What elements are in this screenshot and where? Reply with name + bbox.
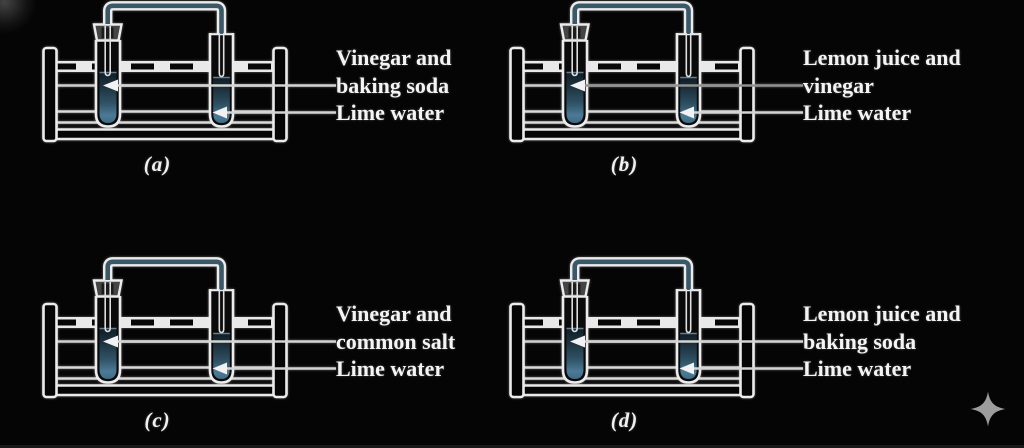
lime-water-label: Lime water xyxy=(803,100,912,125)
reaction-tube-label-line2: baking soda xyxy=(803,329,917,354)
reaction-tube-label-line1: Lemon juice and xyxy=(803,45,961,70)
sparkle-icon xyxy=(970,391,1006,427)
lime-water-label: Lime water xyxy=(336,100,445,125)
panel-caption: (d) xyxy=(610,408,639,432)
test-tube-apparatus-diagram xyxy=(467,256,807,406)
reaction-tube-label-line1: Vinegar and xyxy=(336,45,452,70)
bottom-edge-strip xyxy=(0,445,1024,448)
panel-caption: (b) xyxy=(610,152,639,176)
reaction-tube-label-line2: baking soda xyxy=(336,73,450,98)
lime-water-label: Lime water xyxy=(336,356,445,381)
test-tube-apparatus-diagram xyxy=(467,0,807,150)
reaction-tube-label-line2: vinegar xyxy=(803,73,874,98)
reaction-tube-label-line1: Vinegar and xyxy=(336,301,452,326)
test-tube-apparatus-diagram xyxy=(0,256,340,406)
lime-water-label: Lime water xyxy=(803,356,912,381)
figure-panel-a: Vinegar and baking soda Lime water (a) xyxy=(0,0,464,224)
panel-caption: (c) xyxy=(144,408,171,432)
figure-panel-b: Lemon juice and vinegar Lime water (b) xyxy=(467,0,961,224)
test-tube-apparatus-diagram xyxy=(0,0,340,150)
reaction-tube-label-line2: common salt xyxy=(336,329,456,354)
panel-caption: (a) xyxy=(143,152,172,176)
reaction-tube-label-line1: Lemon juice and xyxy=(803,301,961,326)
figure-panel-c: Vinegar and common salt Lime water (c) xyxy=(0,256,464,448)
figure-panel-d: Lemon juice and baking soda Lime water (… xyxy=(467,256,961,448)
